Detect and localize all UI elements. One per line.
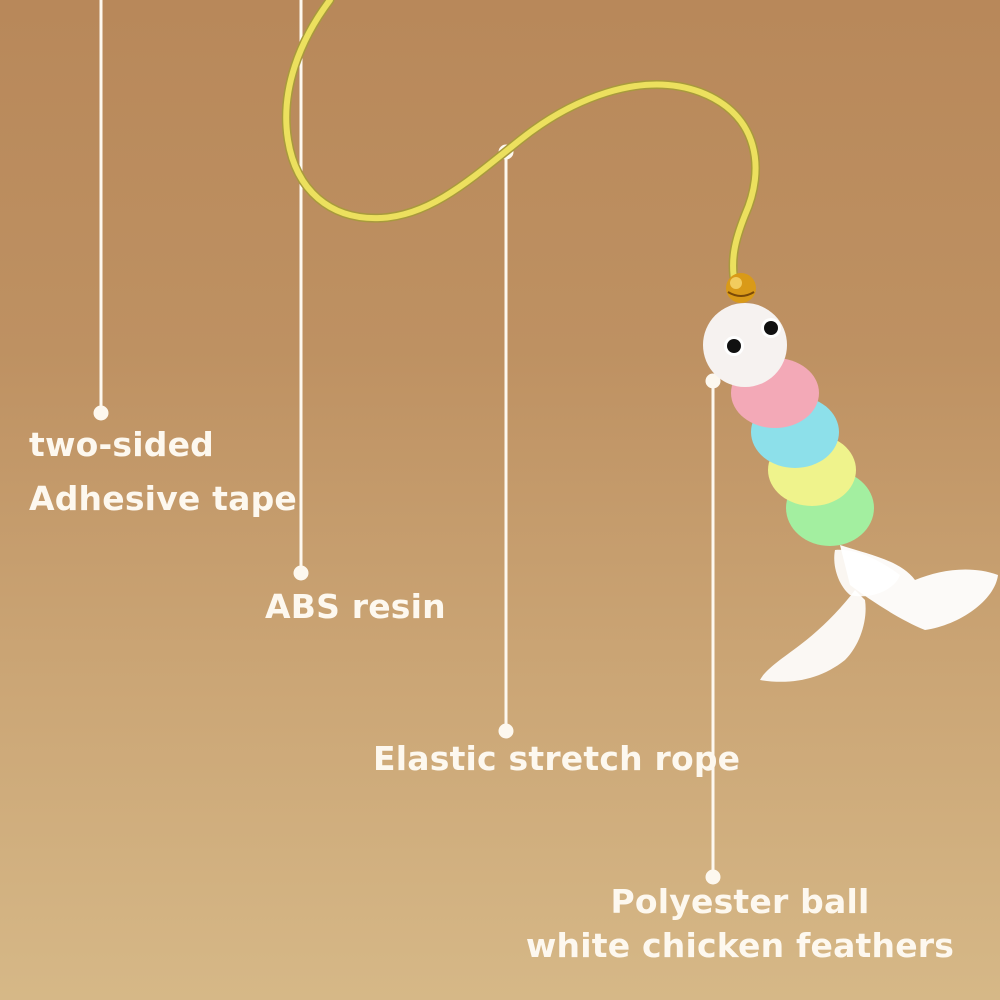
ball-leader-dot-top <box>705 373 721 389</box>
left-eye-icon <box>727 339 741 353</box>
bell-icon <box>726 273 756 303</box>
callout-tape-line-2: Adhesive tape <box>29 479 298 518</box>
callout-elastic-rope: Elastic stretch rope <box>373 732 740 786</box>
abs-leader-dot <box>293 565 309 581</box>
callout-ball-line-2: white chicken feathers <box>525 926 955 965</box>
elastic-rope-highlight <box>283 0 759 288</box>
tape-leader-dot <box>93 405 109 421</box>
polyester-ball-caterpillar <box>703 303 874 546</box>
ball-leader-dot-bottom <box>705 869 721 885</box>
callout-rope-line-1: Elastic stretch rope <box>373 739 741 778</box>
white-feathers <box>760 545 998 682</box>
callout-abs-line-1: ABS resin <box>265 587 446 626</box>
callout-tape-line-1: two-sided <box>29 425 215 464</box>
white-head <box>703 303 787 387</box>
rope-leader-dot-bottom <box>498 723 514 739</box>
right-eye-icon <box>764 321 778 335</box>
callout-abs-resin: ABS resin <box>265 580 446 634</box>
callout-polyester-ball: Polyester ball white chicken feathers <box>520 880 960 968</box>
callout-adhesive-tape: two-sided Adhesive tape <box>29 418 297 526</box>
callout-ball-line-1: Polyester ball <box>610 882 870 921</box>
